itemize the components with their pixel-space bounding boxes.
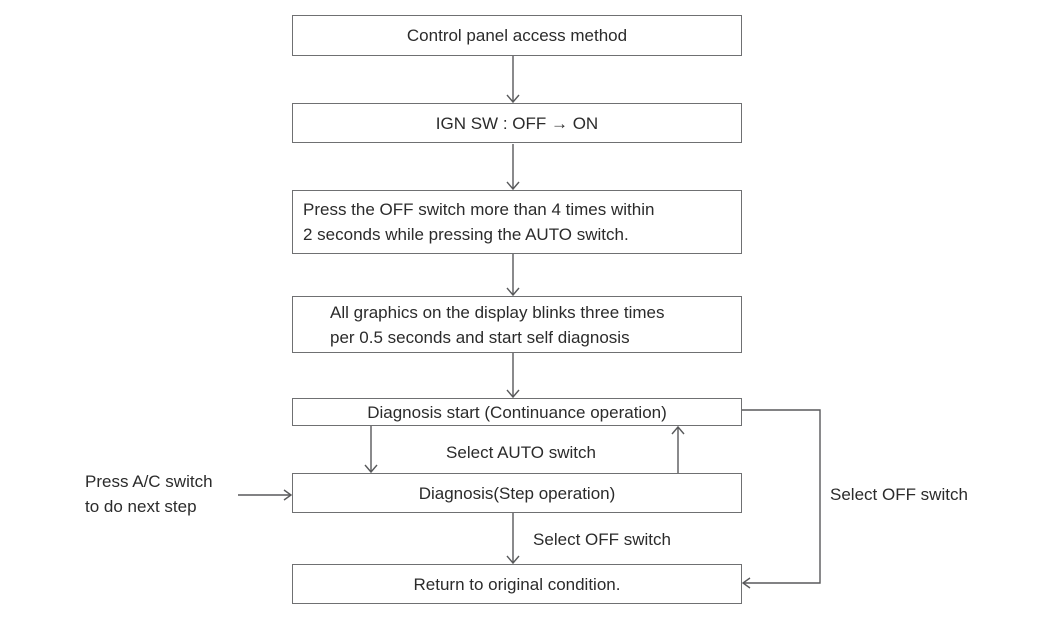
- edge-label-select-auto-switch: Select AUTO switch: [446, 443, 596, 462]
- flow-box-ign-sw-off-on: IGN SW : OFF → ON: [292, 103, 742, 143]
- edge-label-select-off-switch-down: Select OFF switch: [533, 530, 671, 549]
- flow-box-diagnosis-step: Diagnosis(Step operation): [292, 473, 742, 513]
- edge-label-select-off-switch-loop: Select OFF switch: [830, 485, 968, 504]
- arrow-down-6: [506, 513, 520, 565]
- arrow-down-2: [506, 144, 520, 191]
- flow-box-diagnosis-start: Diagnosis start (Continuance operation): [292, 398, 742, 426]
- edge-label-press-ac-switch: Press A/C switch to do next step: [85, 472, 213, 516]
- flow-box-press-off-switch: Press the OFF switch more than 4 times w…: [292, 190, 742, 254]
- arrow-right-press-ac: [238, 489, 293, 501]
- arrow-down-3: [506, 254, 520, 297]
- flow-box-return-original: Return to original condition.: [292, 564, 742, 604]
- arrow-up-select-auto: [671, 425, 685, 473]
- arrow-down-1: [506, 56, 520, 104]
- flow-box-control-panel-access-method: Control panel access method: [292, 15, 742, 56]
- arrow-down-4: [506, 353, 520, 399]
- flow-box-graphics-blink: All graphics on the display blinks three…: [292, 296, 742, 353]
- arrow-down-5: [364, 426, 378, 474]
- arrow-loop-select-off: [741, 409, 821, 589]
